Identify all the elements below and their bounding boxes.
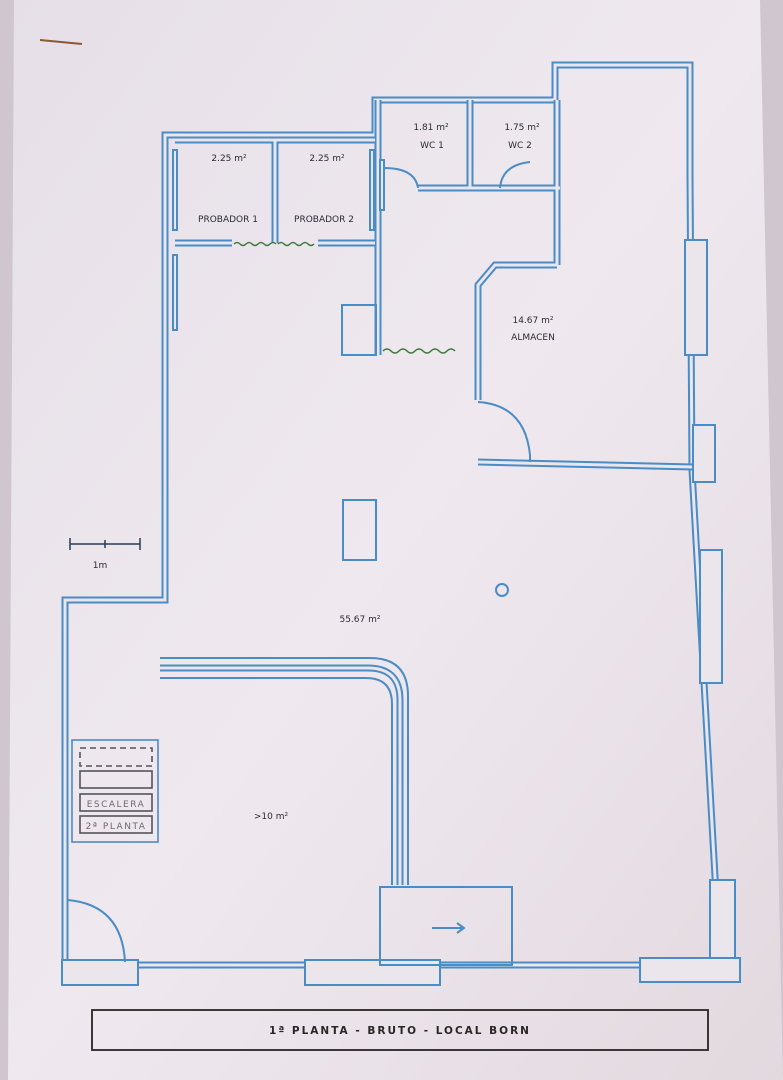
scale-label: 1m [93, 561, 108, 571]
almacen-area: 14.67 m² [512, 316, 553, 326]
arrow-icon [432, 922, 466, 934]
probador2-area: 2.25 m² [309, 154, 345, 164]
door-almacen [477, 401, 531, 462]
walls [61, 61, 724, 969]
fixtures [341, 304, 513, 966]
main-area: 55.67 m² [339, 615, 380, 625]
door-entrance [67, 899, 126, 963]
probador1-area: 2.25 m² [211, 154, 247, 164]
wc1-name: WC 1 [420, 141, 444, 151]
probador1-name: PROBADOR 1 [198, 215, 258, 225]
column [342, 499, 377, 561]
sink-block [341, 304, 377, 356]
probador2-name: PROBADOR 2 [294, 215, 354, 225]
pillar-marker [495, 583, 509, 597]
windows [61, 149, 741, 986]
paper-sheet [8, 0, 783, 1080]
stairs-floor-label: 2ª PLANTA [86, 822, 147, 832]
door-wc2 [499, 161, 531, 189]
wc2-name: WC 2 [508, 141, 532, 151]
stairs-label: ESCALERA [87, 800, 146, 810]
wc2-area: 1.75 m² [504, 123, 540, 133]
door-wc1 [383, 167, 419, 189]
plan-title: 1ª PLANTA - BRUTO - LOCAL BORN [269, 1025, 531, 1037]
curtains [233, 241, 456, 354]
scale-bar [69, 538, 141, 550]
wc1-area: 1.81 m² [413, 123, 449, 133]
almacen-name: ALMACEN [511, 333, 555, 343]
staple [39, 39, 83, 45]
doors [67, 161, 531, 963]
title-box [91, 1009, 709, 1051]
stairs [71, 739, 159, 843]
sub-area: >10 m² [254, 812, 289, 822]
entrance-block [379, 886, 513, 966]
